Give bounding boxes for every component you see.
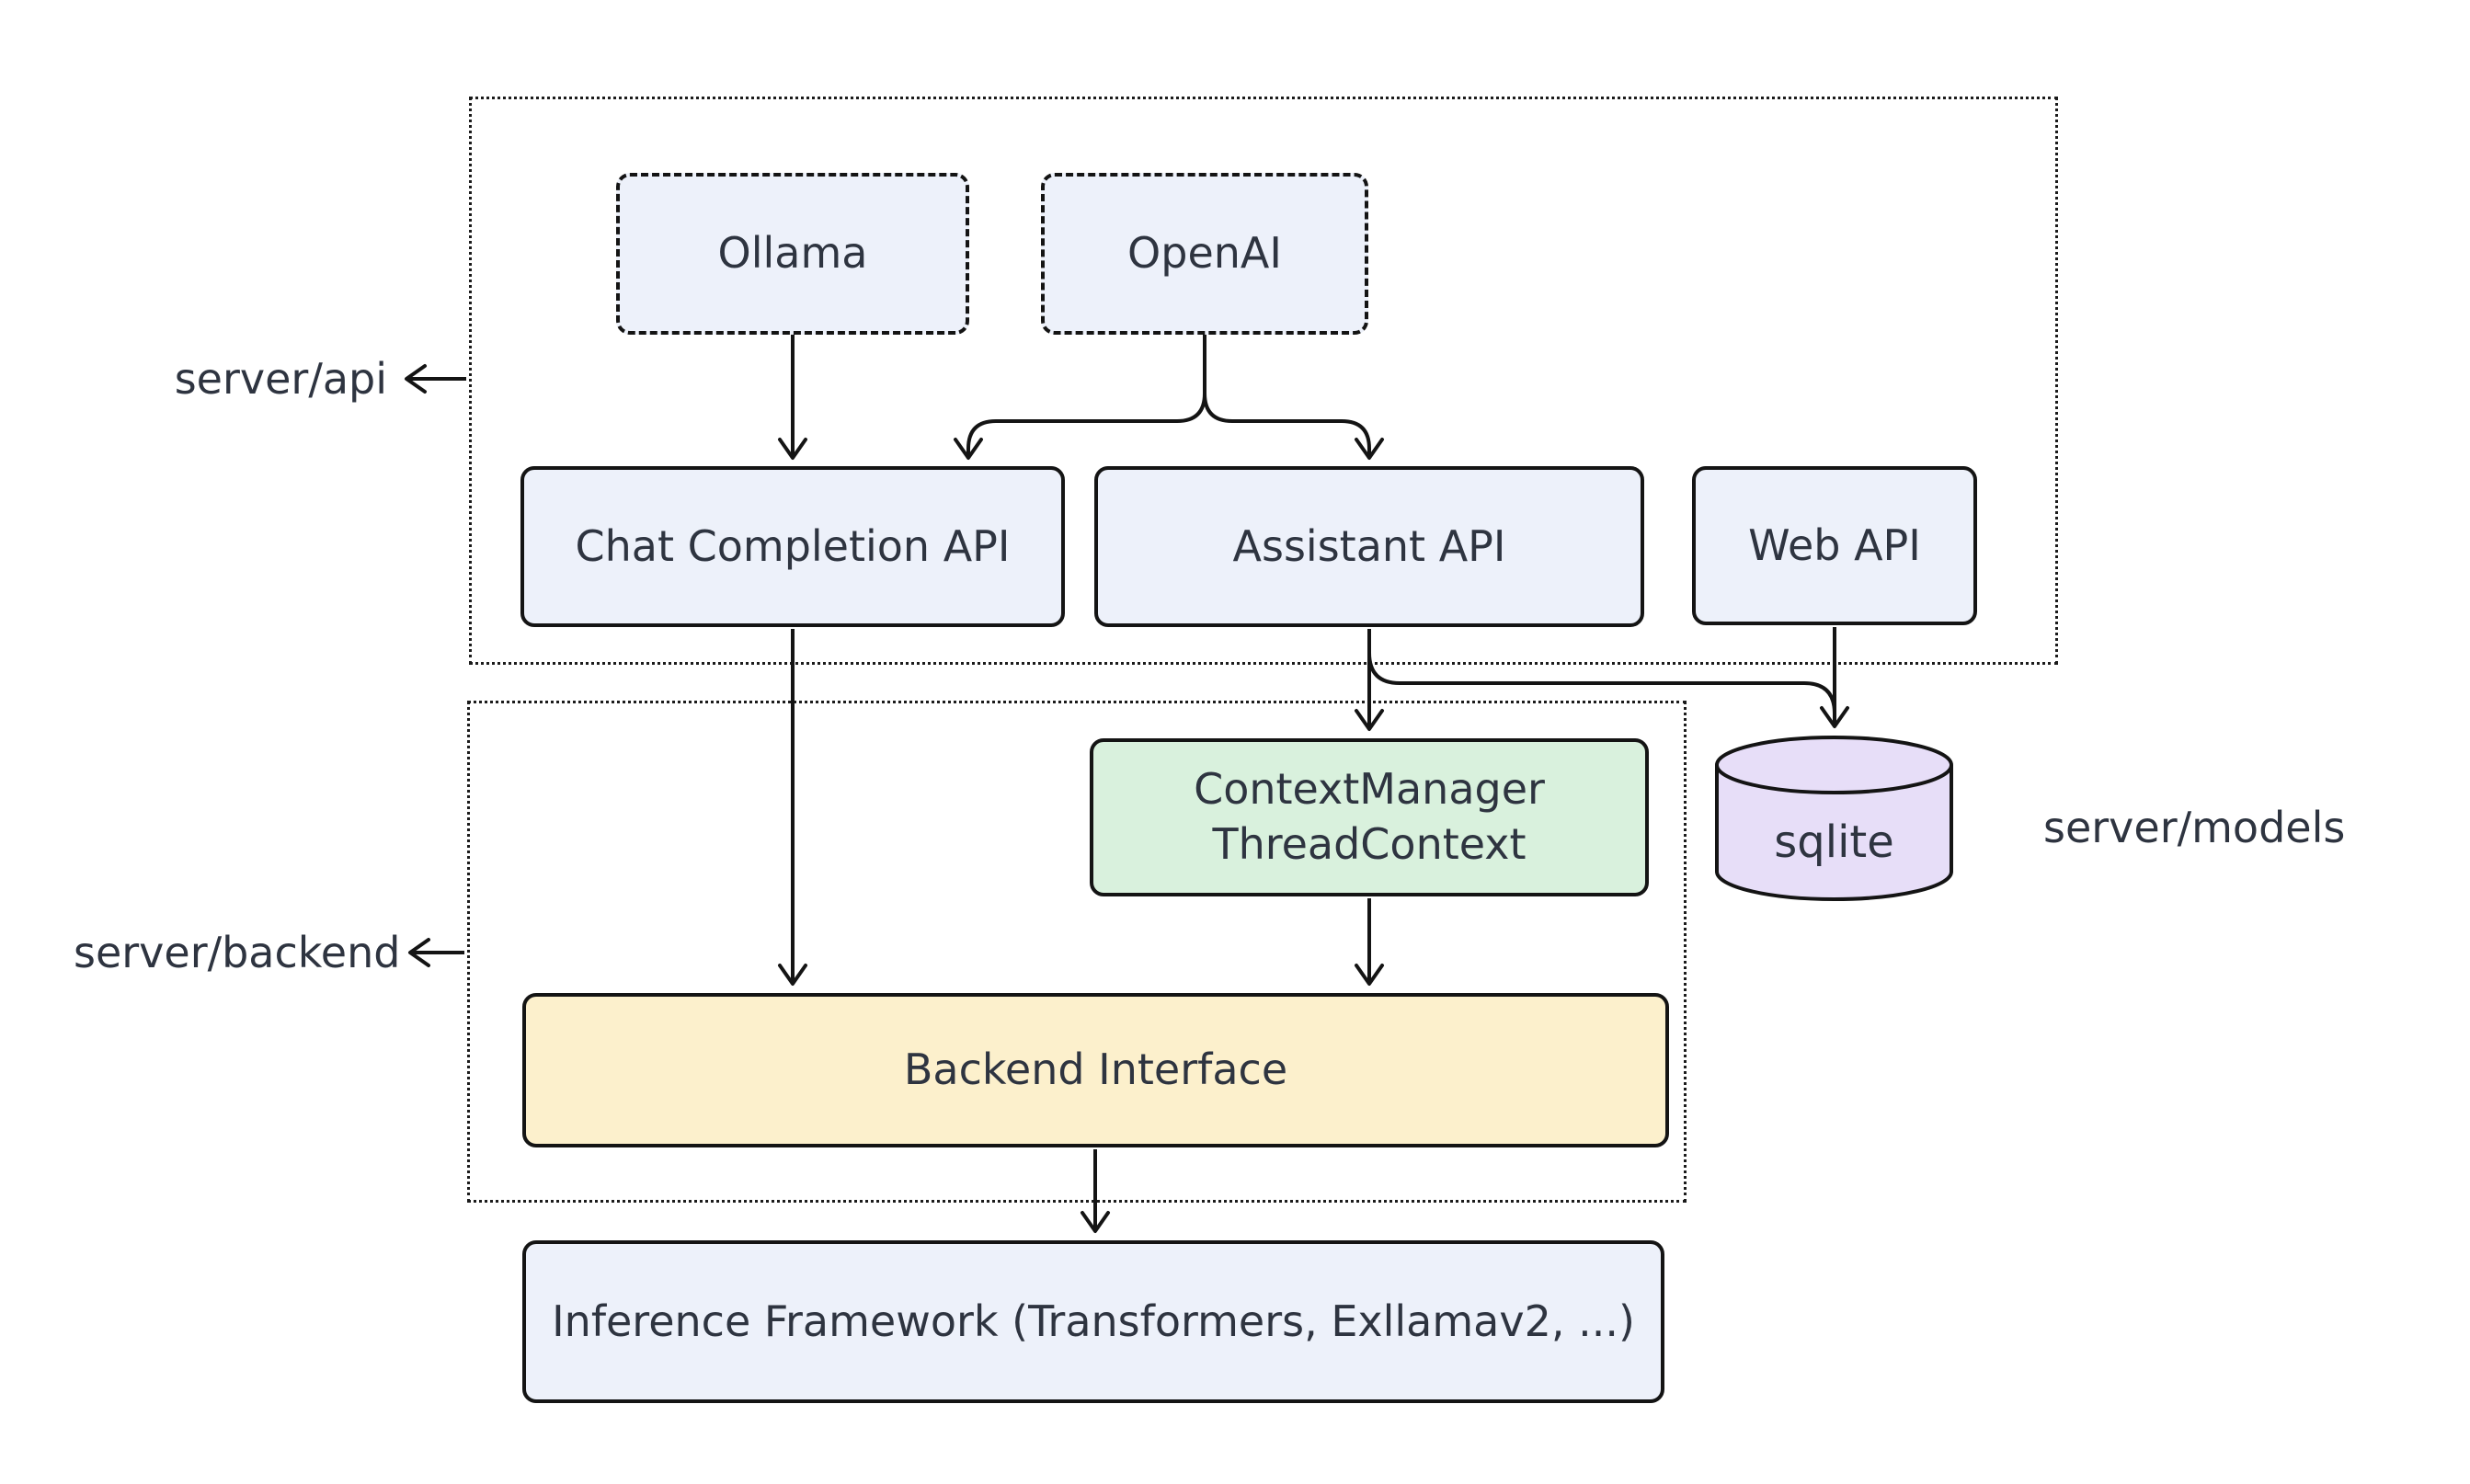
node-ollama-label: Ollama [717, 228, 868, 279]
node-sqlite-label: sqlite [1774, 816, 1894, 868]
server-backend-label: server/backend [74, 928, 401, 977]
server-models-label: server/models [2043, 803, 2346, 852]
node-chat-completion-api-label: Chat Completion API [575, 520, 1011, 571]
node-chat-completion-api: Chat Completion API [520, 466, 1065, 627]
node-assistant-api: Assistant API [1094, 466, 1644, 627]
node-context-manager-line2: ThreadContext [1212, 819, 1527, 869]
node-web-api: Web API [1692, 466, 1977, 625]
server-backend-group-box [467, 701, 1687, 1203]
node-context-manager: ContextManager ThreadContext [1090, 738, 1649, 896]
node-inference-framework-label: Inference Framework (Transformers, Exlla… [552, 1296, 1635, 1346]
node-openai-label: OpenAI [1127, 228, 1282, 279]
node-backend-interface-label: Backend Interface [903, 1045, 1288, 1095]
server-api-label: server/api [174, 354, 387, 404]
node-web-api-label: Web API [1748, 519, 1921, 570]
node-openai: OpenAI [1041, 173, 1368, 335]
sqlite-cylinder-top [1715, 736, 1953, 794]
node-assistant-api-label: Assistant API [1232, 520, 1506, 571]
node-inference-framework: Inference Framework (Transformers, Exlla… [522, 1240, 1664, 1403]
server-api-group-box [469, 97, 2058, 665]
node-ollama: Ollama [616, 173, 969, 335]
node-context-manager-line1: ContextManager [1194, 764, 1545, 815]
node-backend-interface: Backend Interface [522, 993, 1669, 1147]
